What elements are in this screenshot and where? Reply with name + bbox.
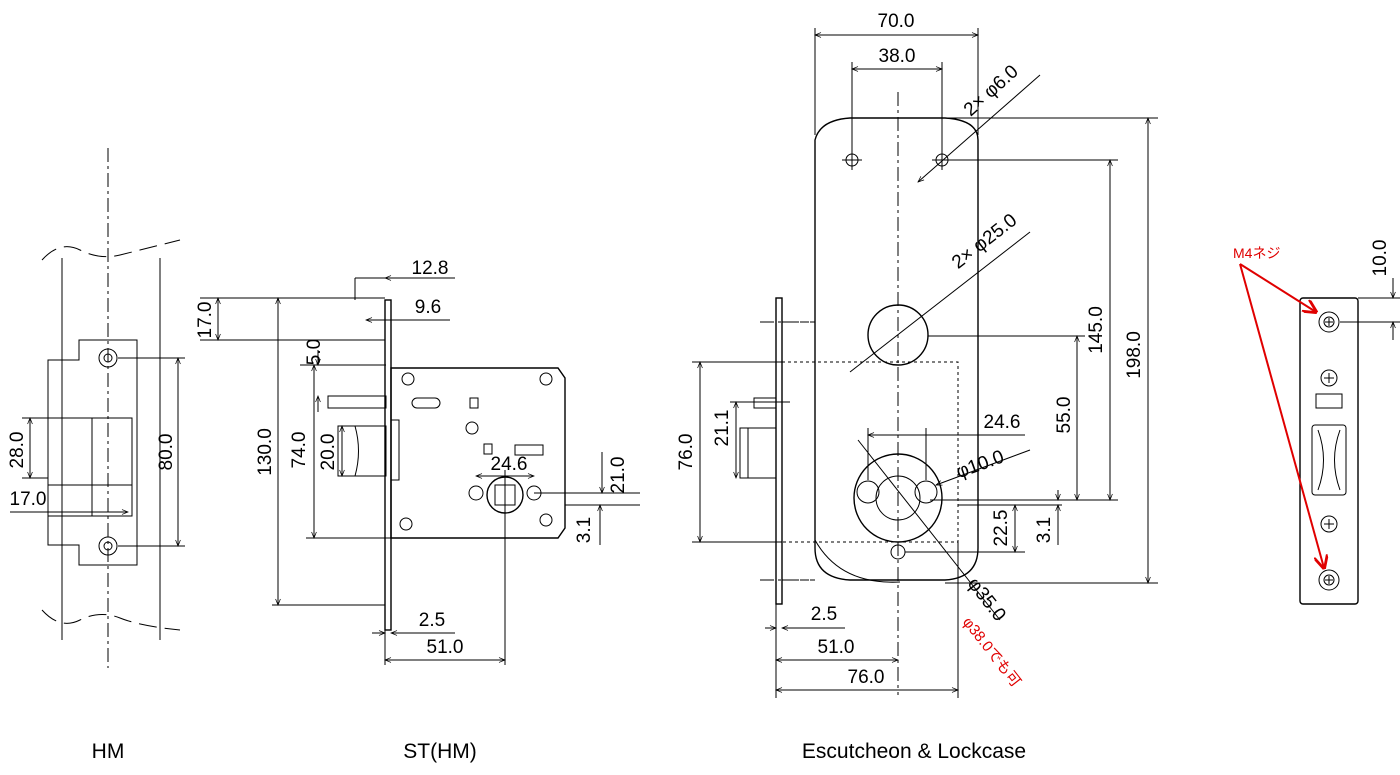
caption-st-hm: ST(HM) (403, 740, 476, 763)
escutcheon-view: 70.0 38.0 2× φ6.0 2× φ25.0 198.0 145.0 5… (676, 11, 1158, 763)
label-esc-hole-10: φ10.0 (953, 447, 1007, 484)
dim-st-3-1: 3.1 (574, 517, 595, 543)
note-m4-screw: M4ネジ (1233, 245, 1280, 261)
label-esc-hole-25: 2× φ25.0 (948, 210, 1021, 273)
dim-st-5: 5.0 (304, 339, 325, 365)
dim-esc-51: 51.0 (818, 637, 855, 658)
dim-st-9-6: 9.6 (415, 297, 441, 318)
dim-esc-76-left: 76.0 (676, 434, 697, 471)
dim-esc-145: 145.0 (1086, 306, 1107, 354)
dim-hm-80: 80.0 (156, 434, 177, 471)
dim-esc-198: 198.0 (1124, 331, 1145, 379)
dim-st-24-6: 24.6 (491, 454, 528, 475)
caption-escutcheon: Escutcheon & Lockcase (802, 740, 1026, 763)
dim-esc-22-5: 22.5 (991, 510, 1012, 547)
dim-hm-17: 17.0 (10, 489, 47, 510)
dim-hm-28: 28.0 (7, 432, 28, 469)
dim-esc-21-1: 21.1 (712, 410, 733, 447)
dim-esc-24-6: 24.6 (984, 412, 1021, 433)
dim-esc-70: 70.0 (878, 11, 915, 32)
dim-esc-38: 38.0 (879, 46, 916, 67)
st-view: 12.8 9.6 17.0 5.0 130.0 74.0 20.0 24.6 2… (195, 258, 640, 763)
dim-st-130: 130.0 (255, 428, 276, 476)
hm-view: 80.0 28.0 17.0 HM (7, 148, 185, 763)
dim-strike-10: 10.0 (1370, 240, 1391, 277)
dim-esc-3-1: 3.1 (1034, 517, 1055, 543)
dim-st-74: 74.0 (289, 432, 310, 469)
dim-st-51: 51.0 (427, 637, 464, 658)
dim-st-21: 21.0 (608, 457, 629, 494)
dim-st-20: 20.0 (318, 434, 339, 471)
strike-plate-view: 10.0 M4ネジ (1233, 240, 1400, 605)
phillips-screw-icon (1320, 369, 1338, 533)
dim-st-17: 17.0 (195, 302, 216, 339)
caption-hm: HM (92, 740, 125, 763)
note-esc-38-optional: φ38.0でも可 (959, 614, 1024, 691)
dim-st-12-8: 12.8 (412, 258, 449, 279)
case-screw-icon (399, 372, 553, 531)
dim-st-2-5: 2.5 (419, 610, 445, 631)
dim-esc-76-bottom: 76.0 (848, 667, 885, 688)
label-esc-hole-6: 2× φ6.0 (960, 61, 1023, 121)
dim-esc-55: 55.0 (1054, 397, 1075, 434)
dim-esc-2-5: 2.5 (811, 604, 837, 625)
